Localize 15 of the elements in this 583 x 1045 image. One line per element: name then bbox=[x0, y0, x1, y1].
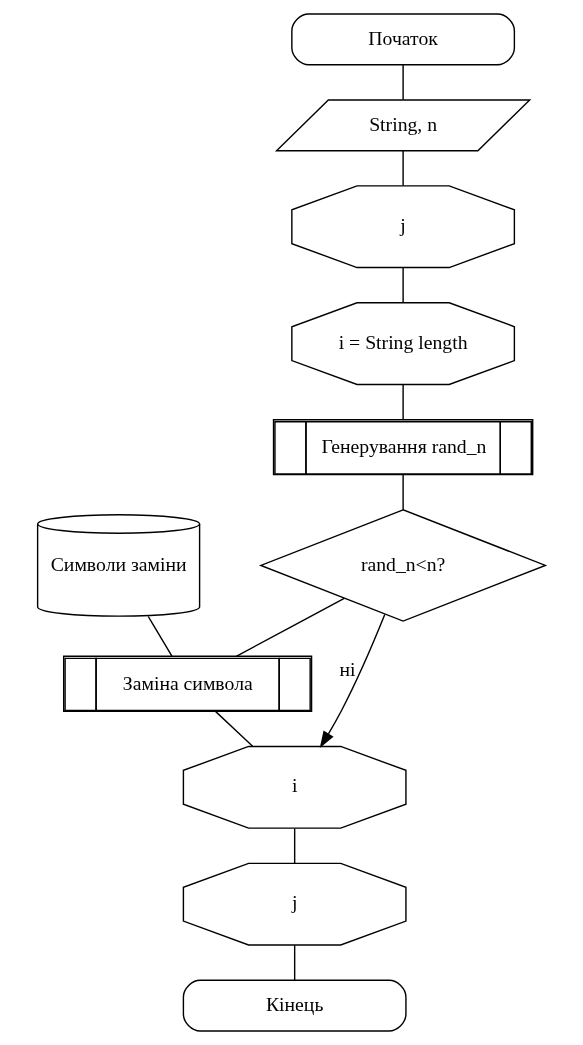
node-box: Кінець bbox=[182, 979, 407, 1032]
connector bbox=[402, 474, 404, 511]
node-diamond: rand_n<n? bbox=[258, 509, 548, 622]
arrow bbox=[319, 613, 386, 749]
node-box: Початок bbox=[291, 13, 516, 66]
connector bbox=[293, 827, 296, 864]
connector bbox=[402, 267, 404, 304]
connector bbox=[293, 944, 296, 981]
connector bbox=[215, 710, 254, 748]
connector bbox=[147, 615, 173, 657]
connector bbox=[235, 597, 345, 657]
connector bbox=[402, 64, 404, 101]
edge-label: ні bbox=[339, 658, 356, 681]
connector bbox=[402, 150, 404, 187]
connector bbox=[402, 384, 404, 421]
